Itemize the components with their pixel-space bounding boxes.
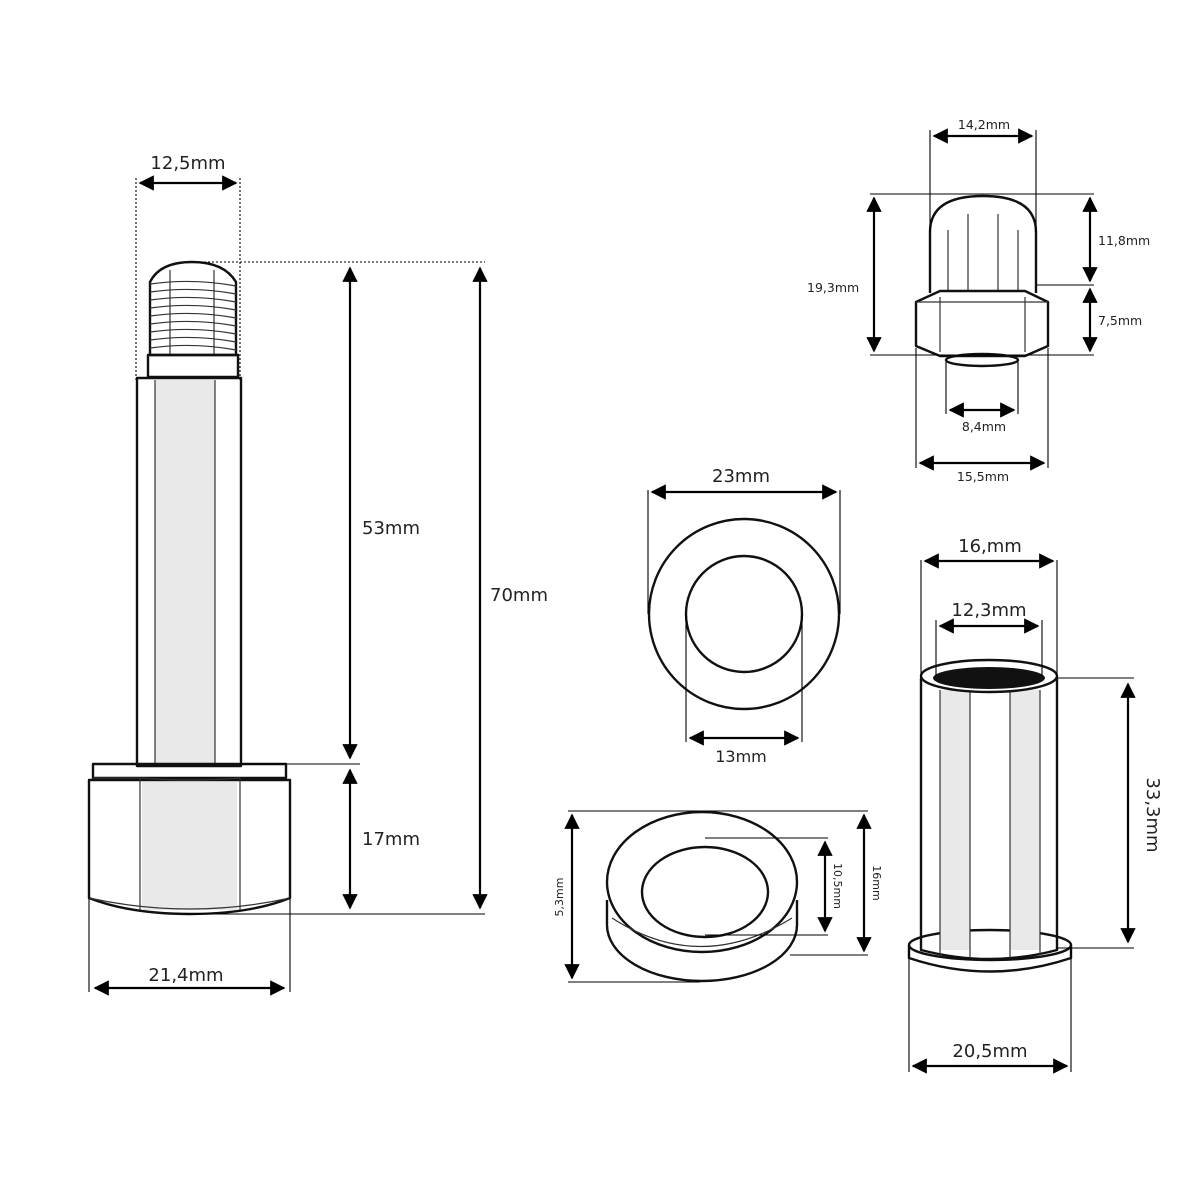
cap-nut-total-height-label: 19,3mm <box>807 280 859 295</box>
bolt: 12,5mm 53mm 70mm 17mm 21,4mm <box>87 153 548 996</box>
seal-ring-top-outer <box>605 810 799 954</box>
washer-outer-circle <box>647 517 841 711</box>
seal-ring-thickness-label: 5,3mm <box>553 878 566 917</box>
cap-nut-thread-bore-label: 8,4mm <box>962 419 1006 434</box>
cap-nut: 14,2mm 11,8mm 19,3mm 7,5mm 8,4mm 15,5mm <box>807 117 1150 484</box>
bushing-inner-diameter-label: 12,3mm <box>951 600 1026 621</box>
bushing-bore-opening <box>933 667 1045 689</box>
bushing-flange <box>907 928 1073 973</box>
bolt-total-length-label: 70mm <box>490 585 548 606</box>
bolt-shank-length-label: 53mm <box>362 518 420 539</box>
washer: 23mm 13mm <box>647 466 841 766</box>
seal-ring-inner-diameter-label: 10,5mm <box>831 863 844 909</box>
seal-ring-outer-diameter-label: 16mm <box>870 865 883 900</box>
washer-inner-circle <box>684 554 804 674</box>
cap-nut-dome <box>928 194 1038 293</box>
cap-nut-dome-width-label: 14,2mm <box>958 117 1010 132</box>
cap-nut-hex-width-label: 15,5mm <box>957 469 1009 484</box>
washer-outer-diameter-label: 23mm <box>712 466 770 487</box>
cap-nut-hex <box>914 289 1050 368</box>
bolt-shank <box>135 376 243 768</box>
bolt-head-width-label: 21,4mm <box>148 965 223 986</box>
bolt-head-height-label: 17mm <box>362 829 420 850</box>
bolt-thread-diameter-label: 12,5mm <box>150 153 225 174</box>
bushing-length-label: 33,3mm <box>1142 777 1163 852</box>
cap-nut-hex-height-label: 7,5mm <box>1098 313 1142 328</box>
seal-ring-top-inner <box>640 845 770 939</box>
bolt-hex-head <box>87 762 292 916</box>
bushing-flange-diameter-label: 20,5mm <box>952 1041 1027 1062</box>
bushing-outer-diameter-label: 16,mm <box>958 536 1022 557</box>
washer-inner-diameter-label: 13mm <box>715 747 767 766</box>
seal-ring: 5,3mm 10,5mm 16mm <box>553 810 883 983</box>
bushing-tube <box>919 658 1059 961</box>
bolt-thread <box>146 260 240 379</box>
bushing: 16,mm 12,3mm 33,3mm 20,5mm <box>907 536 1163 1074</box>
cap-nut-dome-height-label: 11,8mm <box>1098 233 1150 248</box>
